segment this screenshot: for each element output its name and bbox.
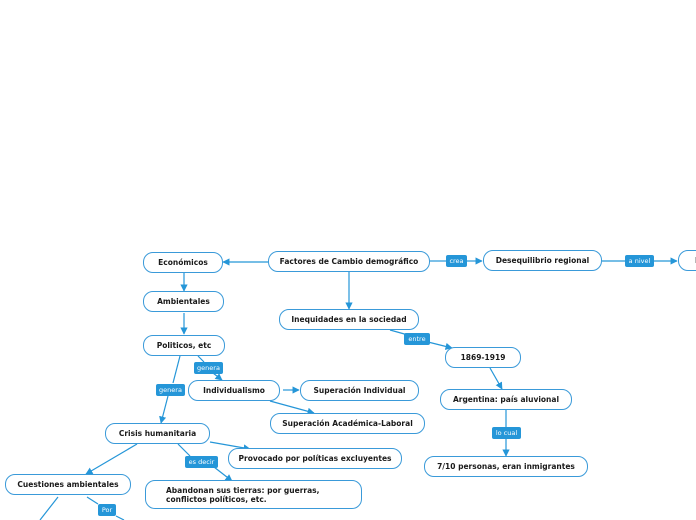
- node-economicos[interactable]: Económicos: [143, 252, 223, 273]
- edge-crisis-cuestiones: [85, 443, 138, 475]
- edge-1869-argentina: [489, 367, 503, 390]
- node-provocado[interactable]: Provocado por políticas excluyentes: [228, 448, 402, 469]
- edge-politicos-genera2: [172, 355, 181, 384]
- node-superacion-individual[interactable]: Superación Individual: [300, 380, 419, 401]
- link-es-decir[interactable]: es decir: [185, 456, 218, 468]
- link-genera-individualismo[interactable]: genera: [194, 362, 223, 374]
- link-genera-crisis[interactable]: genera: [156, 384, 185, 396]
- edge-crisis-provocado: [209, 441, 251, 452]
- link-crea[interactable]: crea: [446, 255, 467, 267]
- edge-entre-1869: [427, 341, 453, 350]
- link-lo-cual[interactable]: lo cual: [492, 427, 521, 439]
- edge-esdecir-abandonan: [213, 466, 233, 482]
- node-ambientales[interactable]: Ambientales: [143, 291, 224, 312]
- node-factores[interactable]: Factores de Cambio demográfico: [268, 251, 430, 272]
- edge-cuestiones-down: [39, 496, 59, 520]
- edge-cuestiones-por: [86, 496, 99, 505]
- node-superacion-academica[interactable]: Superación Académica-Laboral: [270, 413, 425, 434]
- node-cuestiones-ambientales[interactable]: Cuestiones ambientales: [5, 474, 131, 495]
- link-a-nivel[interactable]: a nivel: [625, 255, 654, 267]
- link-entre[interactable]: entre: [404, 333, 430, 345]
- edge-genera1-individualismo: [212, 372, 223, 381]
- node-nivel-partial[interactable]: N: [678, 250, 696, 271]
- node-politicos[interactable]: Politicos, etc: [143, 335, 225, 356]
- link-por[interactable]: Por: [98, 504, 116, 516]
- node-1869-1919[interactable]: 1869-1919: [445, 347, 521, 368]
- node-individualismo[interactable]: Individualismo: [188, 380, 280, 401]
- edge-por-down: [115, 515, 125, 520]
- node-inmigrantes[interactable]: 7/10 personas, eran inmigrantes: [424, 456, 588, 477]
- node-abandonan[interactable]: Abandonan sus tierras: por guerras, conf…: [145, 480, 362, 509]
- edge-crisis-esdecir: [177, 443, 191, 457]
- node-desequilibrio[interactable]: Desequilibrio regional: [483, 250, 602, 271]
- node-argentina[interactable]: Argentina: país aluvional: [440, 389, 572, 410]
- edge-politicos-genera1: [197, 355, 205, 363]
- node-crisis-humanitaria[interactable]: Crisis humanitaria: [105, 423, 210, 444]
- node-inequidades[interactable]: Inequidades en la sociedad: [279, 309, 419, 330]
- edge-individualismo-superacion-acad: [269, 400, 315, 415]
- edge-genera2-crisis: [159, 395, 169, 424]
